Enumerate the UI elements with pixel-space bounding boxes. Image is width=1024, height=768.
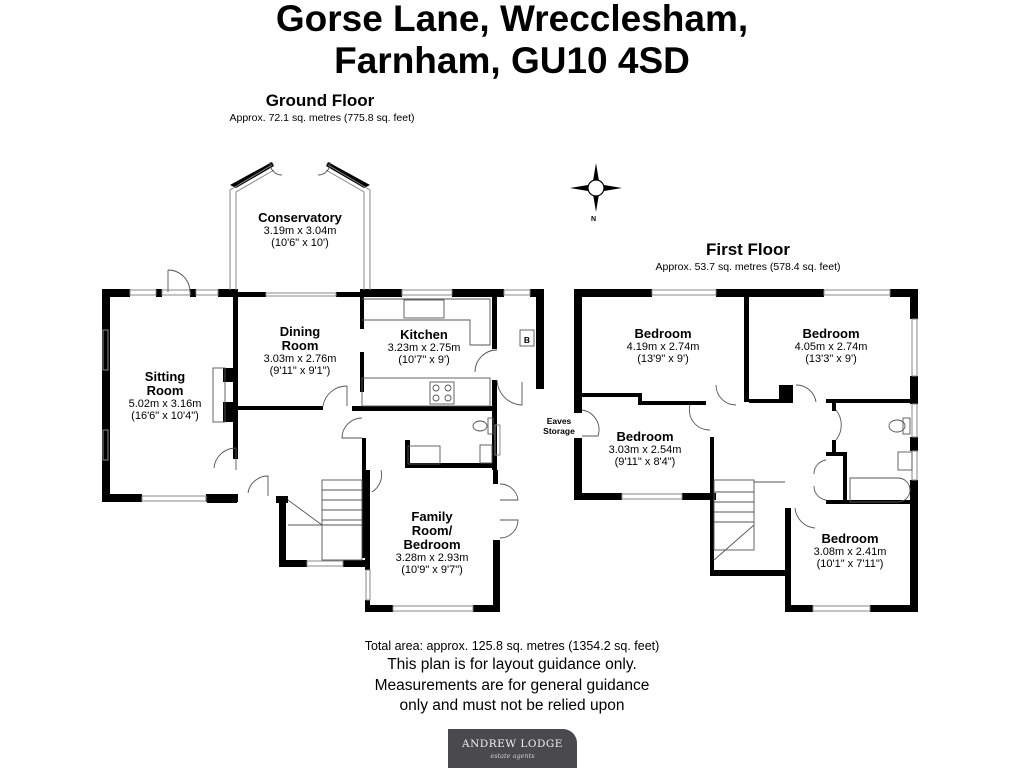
logo-tagline: estate agents [490, 752, 535, 760]
room-sitting-room: Sitting Room 5.02m x 3.16m (16'6" x 10'4… [112, 369, 218, 423]
room-name-line2: Room/ [411, 523, 453, 538]
room-name: Bedroom [802, 326, 860, 341]
room-family-room-bedroom: Family Room/ Bedroom 3.28m x 2.93m (10'9… [372, 509, 492, 577]
room-name-line2: Room [281, 338, 319, 353]
room-name-line3: Bedroom [403, 537, 461, 552]
room-imperial: (10'6" x 10') [271, 237, 329, 249]
room-metric: 3.03m x 2.76m [263, 353, 337, 365]
room-name-line1: Sitting [144, 369, 186, 384]
first-floor-area: Approx. 53.7 sq. metres (578.4 sq. feet) [655, 261, 841, 273]
room-conservatory: Conservatory 3.19m x 3.04m (10'6" x 10') [230, 210, 370, 250]
disclaimer-line2: Measurements are for general guidance [374, 677, 650, 694]
room-imperial: (10'9" x 9'7") [401, 564, 463, 576]
room-metric: 3.19m x 3.04m [263, 225, 337, 237]
property-title-line1: Gorse Lane, Wrecclesham, [275, 0, 749, 39]
first-floor-title: First Floor [705, 240, 791, 259]
room-imperial: (10'1" x 7'11") [816, 558, 884, 570]
room-name: Kitchen [400, 327, 448, 342]
room-name: Bedroom [616, 429, 674, 444]
room-metric: 5.02m x 3.16m [128, 398, 202, 410]
eaves-line2: Storage [543, 426, 575, 436]
room-imperial: (16'6" x 10'4") [131, 410, 199, 422]
room-name-line2: Room [146, 383, 184, 398]
room-name: Conservatory [258, 210, 342, 225]
room-metric: 3.23m x 2.75m [387, 342, 461, 354]
property-title-line2: Farnham, GU10 4SD [334, 40, 690, 81]
logo-name: ANDREW LODGE [462, 738, 563, 750]
room-kitchen: Kitchen 3.23m x 2.75m (10'7" x 9') [364, 327, 484, 367]
room-name: Bedroom [821, 531, 879, 546]
room-metric: 4.19m x 2.74m [626, 341, 700, 353]
room-bedroom-3: Bedroom 3.03m x 2.54m (9'11" x 8'4") [582, 429, 708, 469]
eaves-line1: Eaves [546, 416, 572, 426]
room-bedroom-1: Bedroom 4.19m x 2.74m (13'9" x 9') [600, 326, 726, 366]
compass-north-label: N [591, 216, 597, 223]
room-imperial: (10'7" x 9') [398, 354, 450, 366]
room-bedroom-2: Bedroom 4.05m x 2.74m (13'3" x 9') [768, 326, 894, 366]
room-dining-room: Dining Room 3.03m x 2.76m (9'11" x 9'1") [240, 324, 360, 378]
room-metric: 3.03m x 2.54m [608, 444, 682, 456]
room-name-line1: Family [411, 509, 453, 524]
room-name: Bedroom [634, 326, 692, 341]
room-imperial: (9'11" x 9'1") [269, 365, 331, 377]
boiler-label: B [523, 335, 531, 345]
room-name-line1: Dining [279, 324, 321, 339]
agent-logo: ANDREW LODGE estate agents [448, 729, 577, 768]
disclaimer-line1: This plan is for layout guidance only. [387, 656, 637, 673]
disclaimer-line3: only and must not be relied upon [399, 697, 625, 714]
room-bedroom-4: Bedroom 3.08m x 2.41m (10'1" x 7'11") [790, 531, 910, 571]
room-imperial: (9'11" x 8'4") [614, 456, 676, 468]
room-metric: 3.28m x 2.93m [395, 552, 469, 564]
room-metric: 4.05m x 2.74m [794, 341, 868, 353]
eaves-storage-label: Eaves Storage [536, 416, 582, 436]
room-imperial: (13'9" x 9') [637, 353, 689, 365]
compass-rose-icon [570, 163, 622, 212]
total-area: Total area: approx. 125.8 sq. metres (13… [364, 639, 660, 653]
room-imperial: (13'3" x 9') [805, 353, 857, 365]
room-metric: 3.08m x 2.41m [813, 546, 887, 558]
ground-floor-area: Approx. 72.1 sq. metres (775.8 sq. feet) [229, 112, 415, 124]
ground-floor-title: Ground Floor [265, 91, 375, 110]
